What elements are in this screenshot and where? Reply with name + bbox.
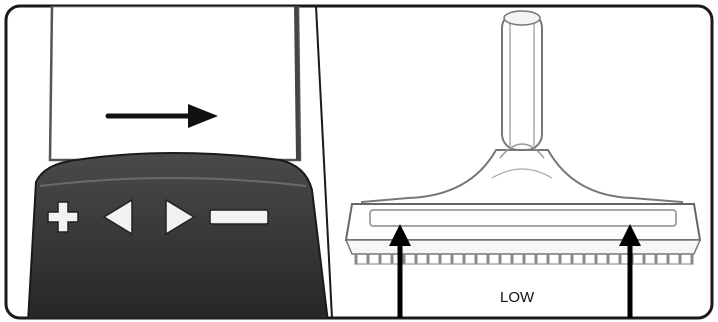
right-triangle-icon [165, 198, 196, 236]
panel-divider [315, 6, 333, 318]
handle-grip [26, 152, 330, 318]
plus-icon [47, 201, 79, 233]
low-label: LOW [500, 289, 535, 306]
right-panel: LOW [344, 10, 702, 318]
floor-tool-head [344, 203, 702, 265]
right-arrow-icon [105, 104, 218, 128]
tool-tube [501, 10, 543, 151]
left-triangle-icon [102, 198, 133, 236]
up-arrow-icon [619, 224, 641, 318]
left-panel [26, 6, 330, 318]
bristles [354, 254, 694, 264]
minus-icon [209, 209, 269, 225]
wand-tube [48, 6, 302, 162]
up-arrow-icon [389, 224, 411, 318]
